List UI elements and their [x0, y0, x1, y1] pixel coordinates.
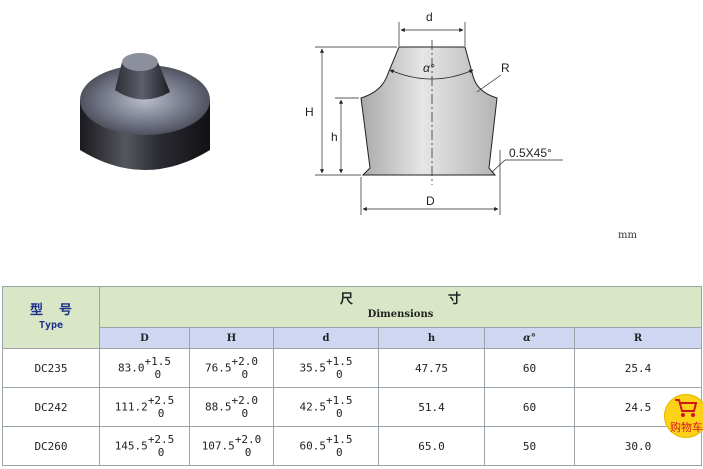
col-header-h: h [378, 327, 485, 349]
dimensions-header-en: Dimensions [367, 309, 434, 320]
spec-table: 型号 Type 尺寸 Dimensions D H d h α° R DC235… [2, 286, 703, 466]
h-cell: 47.75 [378, 348, 485, 388]
h-cell: 65.0 [378, 426, 485, 466]
value: 42.5 [299, 400, 327, 414]
value: 35.5 [299, 361, 327, 375]
r-label: R [501, 61, 510, 75]
alpha-cell: 60 [484, 387, 575, 427]
dimension-drawing: d α° R H h 0.5X45° D [305, 10, 563, 215]
type-header-cn: 型号 [29, 302, 88, 318]
type-header: 型号 Type [2, 286, 100, 349]
big-d-label: D [426, 194, 435, 208]
value: 60.5 [299, 439, 327, 453]
cart-label: 购物车 [670, 421, 703, 434]
r-cell: 25.4 [573, 348, 703, 388]
alpha-label: α° [423, 61, 435, 75]
chamfer-label: 0.5X45° [509, 146, 552, 160]
dimensions-header: 尺寸 Dimensions [98, 286, 703, 328]
col-header-d: d [273, 327, 379, 349]
col-header-R: R [573, 327, 703, 349]
product-photo [80, 53, 210, 170]
type-cell: DC260 [2, 426, 100, 466]
d-label: d [426, 10, 433, 24]
cart-icon [675, 399, 698, 417]
small-h-label: h [331, 130, 338, 144]
table-header-row: 型号 Type 尺寸 Dimensions [2, 286, 703, 349]
col-header-D: D [99, 327, 190, 349]
h-cell: 51.4 [378, 387, 485, 427]
big-h-label: H [305, 105, 314, 119]
shopping-cart-button[interactable]: 购物车 [664, 394, 703, 438]
col-header-alpha: α° [484, 327, 575, 349]
dimensions-header-cn: 尺寸 [340, 292, 557, 307]
unit-label: mm [618, 230, 637, 241]
col-header-H: H [189, 327, 274, 349]
alpha-cell: 60 [484, 348, 575, 388]
value: 111.2 [114, 400, 148, 414]
alpha-cell: 50 [484, 426, 575, 466]
type-header-en: Type [38, 319, 64, 331]
type-cell: DC242 [2, 387, 100, 427]
value: 107.5 [201, 439, 235, 453]
value: 145.5 [114, 439, 148, 453]
column-header-row: D H d h α° R [3, 327, 703, 349]
value: 88.5 [205, 400, 232, 414]
value: 76.5 [205, 361, 232, 375]
value: 83.0 [118, 361, 145, 375]
type-cell: DC235 [2, 348, 100, 388]
